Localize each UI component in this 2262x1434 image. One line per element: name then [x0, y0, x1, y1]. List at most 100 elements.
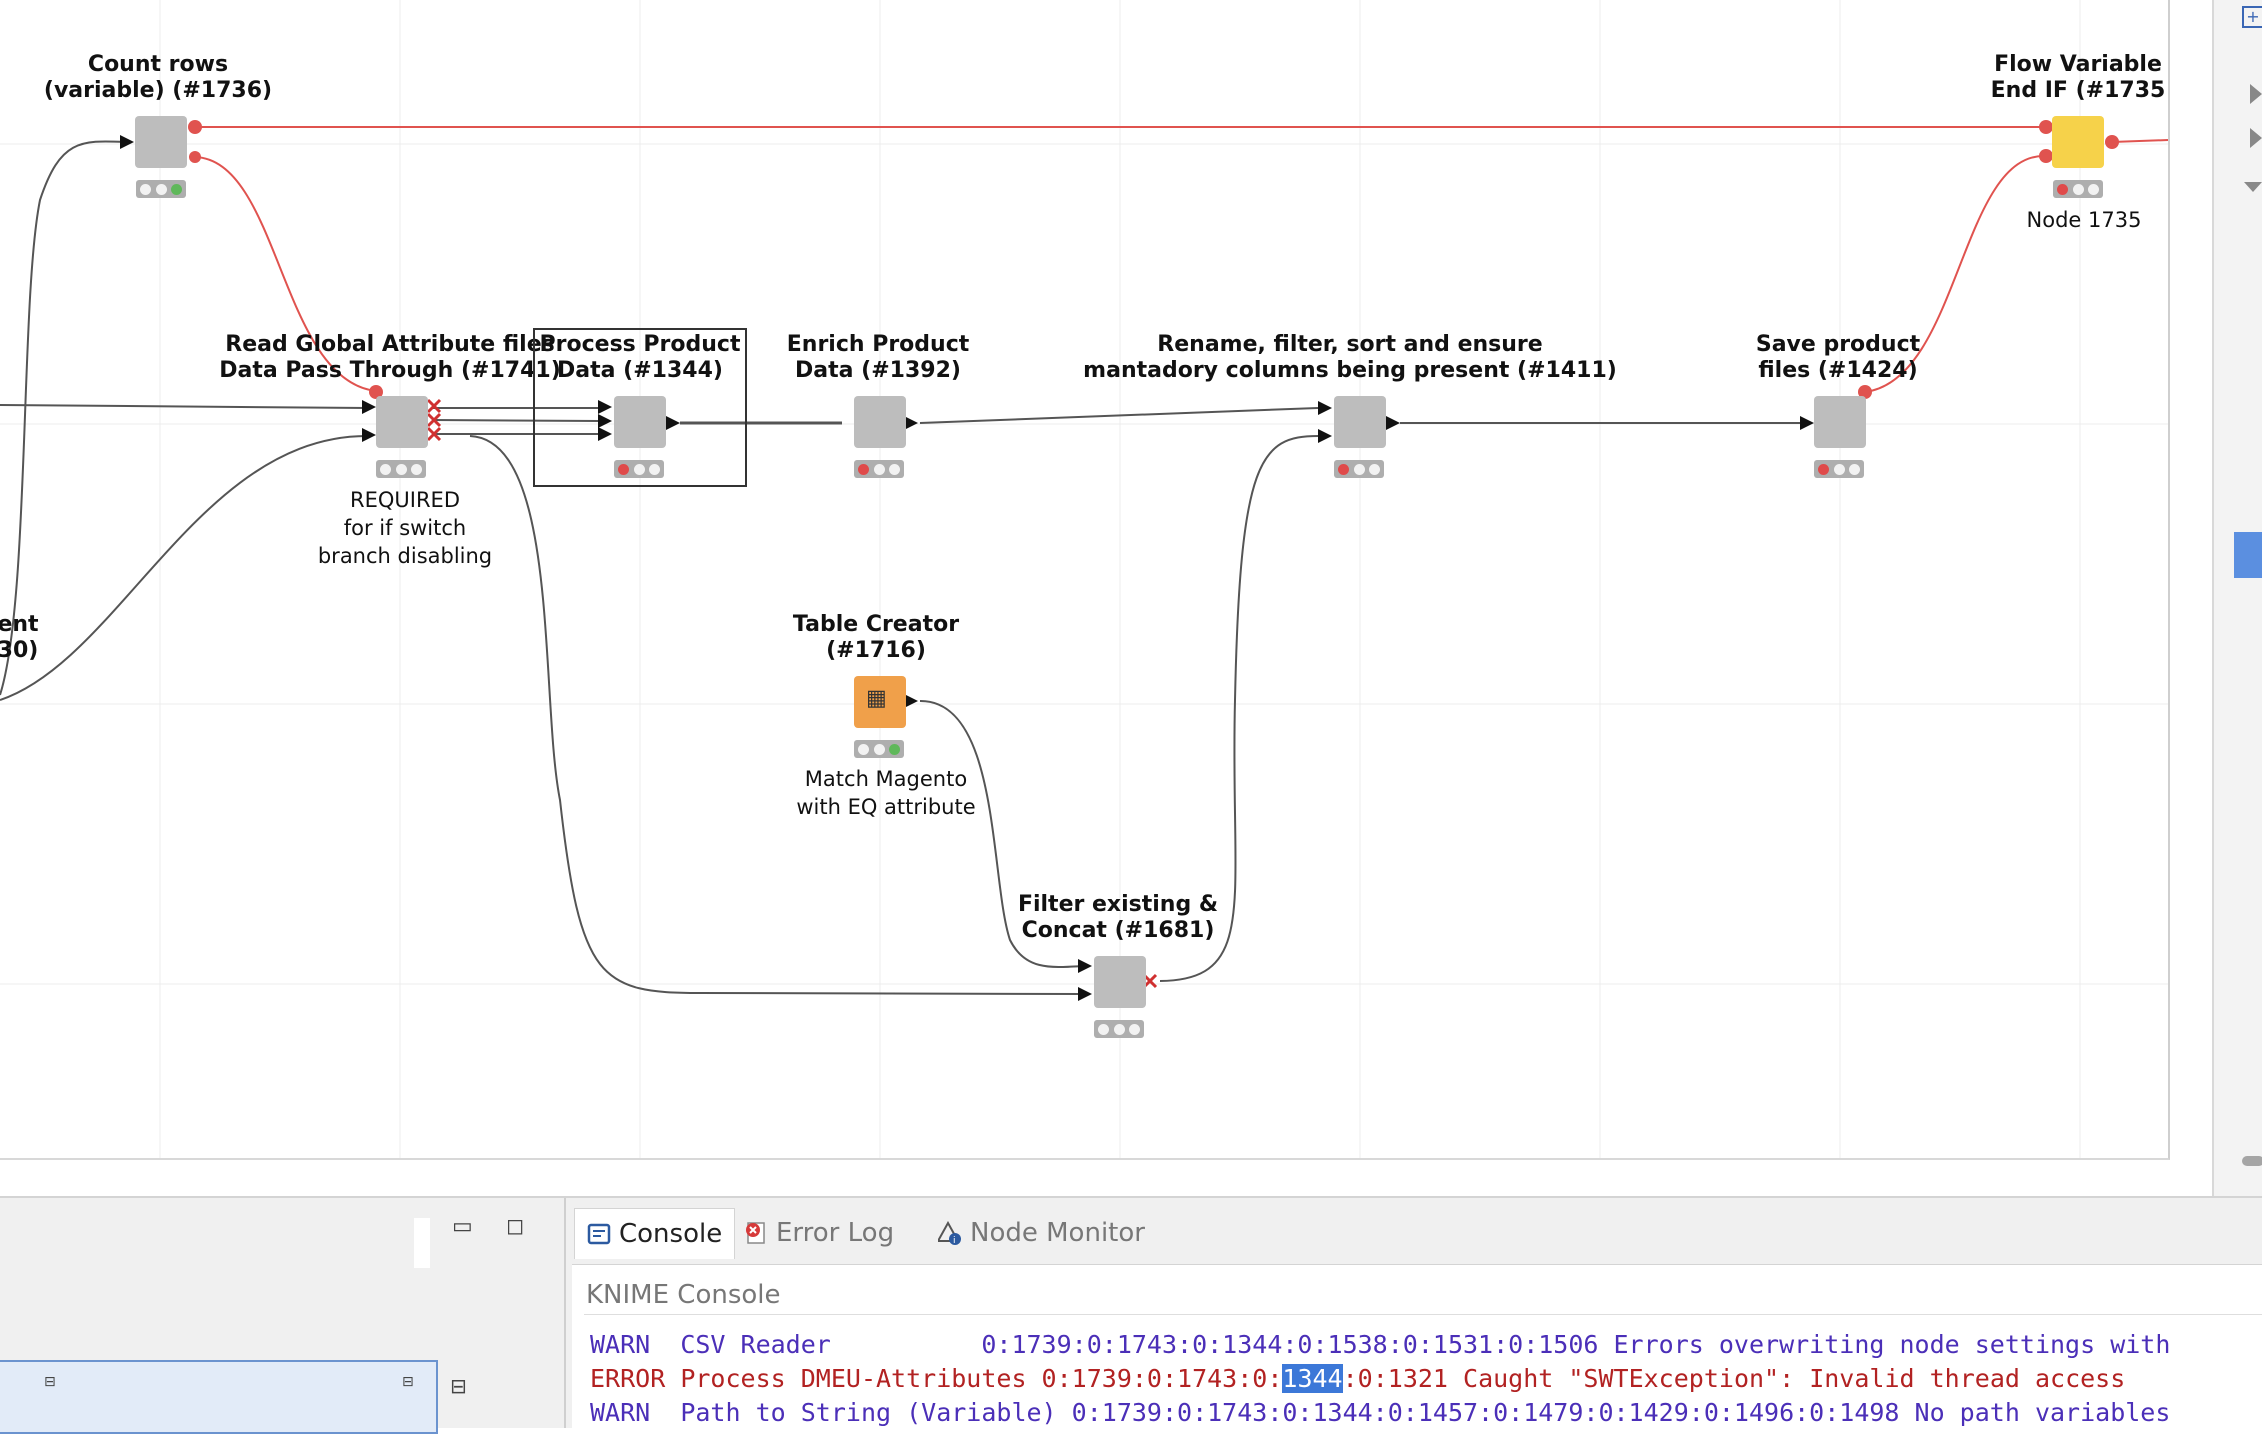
node-flow-variable-end-if[interactable] [2052, 116, 2104, 168]
tab-error-log-label: Error Log [776, 1218, 895, 1248]
data-wire-table-filter [919, 699, 1083, 968]
error-log-icon [746, 1222, 765, 1244]
node-filter-existing-concat[interactable] [1094, 956, 1146, 1008]
node-label-count-rows[interactable]: Count rows(variable) (#1736) [44, 52, 272, 104]
node-label-filter-existing[interactable]: Filter existing &Concat (#1681) [1018, 892, 1218, 944]
tab-error-log[interactable]: Error Log [744, 1208, 894, 1258]
console-tab-bar: Console Error Log i Node Monitor [572, 1198, 2262, 1265]
preview-node-icon: ⊟ [402, 1374, 414, 1390]
annotation-end-if: Node 1735 [2026, 208, 2142, 232]
expand-arrow-icon[interactable] [2250, 128, 2262, 148]
label-line: Count rows [87, 52, 229, 77]
outline-preview[interactable]: ⊟ ⊟ [0, 1360, 438, 1434]
node-save-product-files[interactable] [1814, 396, 1866, 448]
data-wire-in-loop [0, 434, 369, 701]
data-wire-enrich-rename [919, 407, 1319, 424]
tab-node-monitor[interactable]: i Node Monitor [938, 1208, 1145, 1258]
label-line: mantadory columns being present (#1411) [1083, 358, 1617, 383]
outline-panel: ▭ ◻ ⊟ ⊟ ⊟ [0, 1198, 566, 1434]
console-line[interactable]: ERROR Process DMEU-Attributes 0:1739:0:1… [590, 1364, 2125, 1393]
anno-line: for if switch [343, 516, 467, 540]
label-line: Enrich Product [786, 332, 970, 357]
expand-icon[interactable]: + [2242, 6, 2262, 28]
node-table-creator[interactable]: ▦ [854, 676, 906, 728]
tab-console-label: Console [619, 1219, 723, 1249]
anno-line: branch disabling [317, 544, 493, 568]
label-line: Filter existing & [1017, 892, 1219, 917]
label-line: Data Pass Through (#1741) [219, 358, 561, 383]
label-line: Process Product [539, 332, 741, 357]
label-line: End IF (#1735 [1990, 78, 2166, 103]
label-line: Data (#1344) [557, 358, 723, 383]
selection-box-process-product [533, 328, 747, 487]
node-status-read-global [376, 460, 426, 478]
label-line: Read Global Attribute files [225, 332, 555, 357]
node-monitor-icon: i [938, 1221, 961, 1245]
log-level: WARN [590, 1398, 666, 1427]
node-label-table-creator[interactable]: Table Creator(#1716) [793, 612, 959, 664]
table-icon: ▦ [866, 686, 887, 711]
node-status-filter-existing [1094, 1020, 1144, 1038]
right-side-panel [2212, 0, 2262, 1196]
node-status-count-rows [136, 180, 186, 198]
anno-line: Match Magento [804, 767, 968, 791]
label-line: Data (#1392) [795, 358, 961, 383]
panel-notch [414, 1218, 430, 1268]
console-line[interactable]: WARN Path to String (Variable) 0:1739:0:… [590, 1398, 2170, 1427]
preview-node-icon: ⊟ [450, 1374, 467, 1398]
console-line[interactable]: WARN CSV Reader 0:1739:0:1743:0:1344:0:1… [590, 1330, 2170, 1359]
data-wire-in-top [0, 404, 369, 409]
label-line: files (#1424) [1758, 358, 1918, 383]
label-line: Table Creator [792, 612, 960, 637]
anno-line: REQUIRED [350, 488, 460, 512]
node-read-global-attribute[interactable] [376, 396, 428, 448]
log-level: WARN [590, 1330, 666, 1359]
bottom-panel-area: ▭ ◻ ⊟ ⊟ ⊟ Console Error Log i Node Monit… [0, 1196, 2262, 1434]
label-line: (variable) (#1736) [43, 78, 273, 103]
log-text-pre: Process DMEU-Attributes 0:1739:0:1743:0: [680, 1364, 1283, 1393]
minimize-button[interactable]: ▭ [452, 1214, 473, 1239]
data-wire-filter-rename [1159, 435, 1319, 982]
node-status-save-product [1814, 460, 1864, 478]
flow-wire-endif-out [2111, 139, 2168, 143]
label-line: Concat (#1681) [1021, 918, 1215, 943]
annotation-read-global: REQUIRED for if switch branch disabling [318, 486, 492, 570]
log-text: CSV Reader 0:1739:0:1743:0:1344:0:1538:0… [680, 1330, 2171, 1359]
label-line: Save product [1755, 332, 1921, 357]
console-icon [587, 1223, 611, 1245]
node-rename-filter-sort[interactable] [1334, 396, 1386, 448]
side-panel-scrollbar[interactable] [2242, 1156, 2262, 1166]
console-title: KNIME Console [586, 1280, 781, 1310]
node-enrich-product-data[interactable] [854, 396, 906, 448]
workflow-canvas[interactable]: Count rows(variable) (#1736) Flow Variab… [0, 0, 2170, 1160]
tab-node-monitor-label: Node Monitor [970, 1218, 1145, 1248]
node-status-process-product [614, 460, 664, 478]
node-status-enrich-product [854, 460, 904, 478]
node-process-product-data[interactable] [614, 396, 666, 448]
collapse-arrow-icon[interactable] [2244, 182, 2262, 192]
node-status-end-if [2053, 180, 2103, 198]
maximize-button[interactable]: ◻ [506, 1214, 525, 1239]
node-status-table-creator [854, 740, 904, 758]
label-line: Flow Variable [1994, 52, 2162, 77]
node-status-rename-filter [1334, 460, 1384, 478]
side-panel-tab[interactable] [2234, 532, 2262, 578]
tab-console[interactable]: Console [574, 1208, 736, 1259]
expand-arrow-icon[interactable] [2250, 84, 2262, 104]
connection-layer [0, 0, 2168, 1158]
node-count-rows[interactable] [135, 116, 187, 168]
console-separator [584, 1314, 2262, 1315]
log-text: Path to String (Variable) 0:1739:0:1743:… [680, 1398, 2171, 1427]
console-panel: Console Error Log i Node Monitor KNIME C… [572, 1198, 2262, 1428]
svg-text:i: i [953, 1236, 956, 1245]
label-line: Rename, filter, sort and ensure [1157, 332, 1543, 357]
log-level: ERROR [590, 1364, 666, 1393]
label-line: ent [0, 612, 39, 637]
